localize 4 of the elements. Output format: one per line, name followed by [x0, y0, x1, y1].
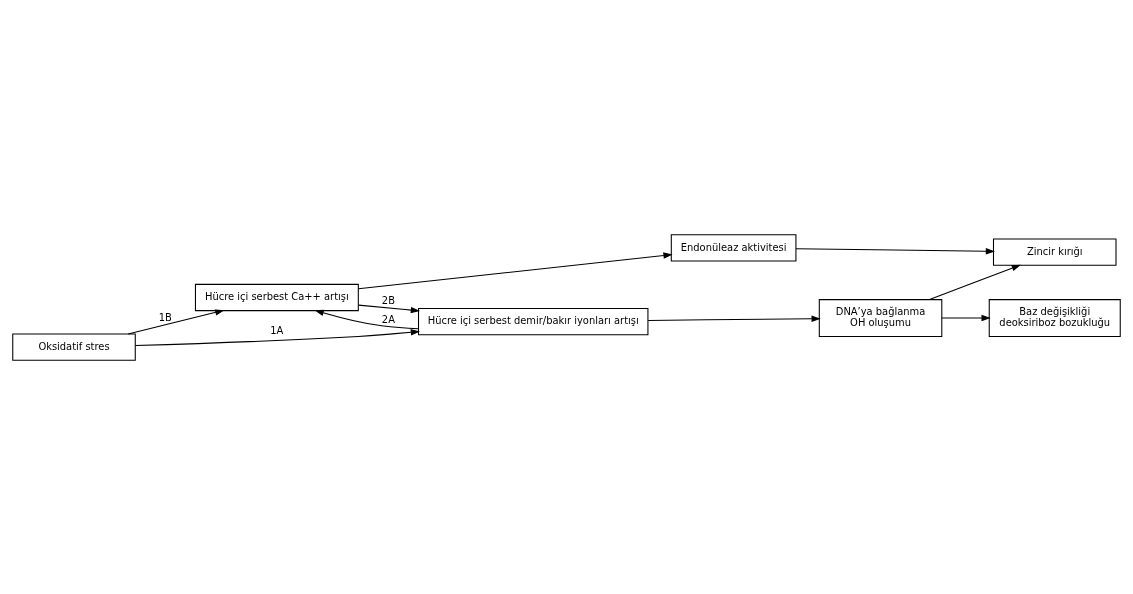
edge-label: 2A — [381, 313, 395, 325]
edge-label: 2B — [381, 294, 395, 306]
edge-label: 1A — [270, 324, 284, 336]
edge-label: 1B — [158, 311, 172, 323]
